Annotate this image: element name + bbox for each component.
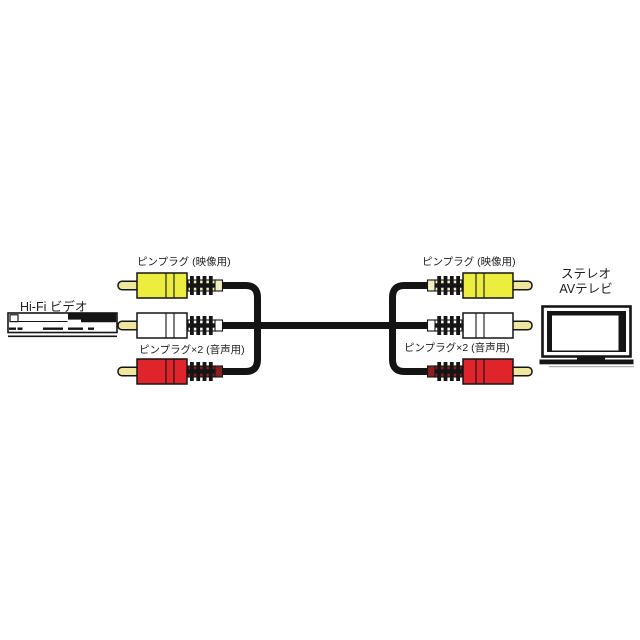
plug-collar-rings xyxy=(165,359,175,384)
plug-ribs xyxy=(190,276,213,295)
plug-collar-rings xyxy=(165,273,175,298)
plug-collar-rings xyxy=(475,313,485,338)
plug-strain-band xyxy=(188,369,216,374)
plug-body xyxy=(462,358,514,385)
cable-right-audio-branch xyxy=(389,322,429,375)
plug-ribs xyxy=(437,276,460,295)
plug-body xyxy=(462,312,514,339)
plug-strain-band xyxy=(434,283,462,288)
tv-screen xyxy=(552,315,619,351)
left-video-plug-label: ピンプラグ (映像用) xyxy=(137,256,231,268)
tv-stand-base xyxy=(539,359,634,365)
tv-stand-neck xyxy=(577,356,605,360)
vcr-icon xyxy=(7,312,118,338)
left-audio-plug-label: ピンプラグ×2 (音声用) xyxy=(139,344,245,356)
plug-collar-rings xyxy=(475,359,485,384)
plug-boot-cap xyxy=(426,365,436,378)
plug-strain-band xyxy=(434,323,462,328)
plug-body xyxy=(136,358,188,385)
tv-base-shadow xyxy=(549,366,634,368)
vcr-dark-panel xyxy=(68,313,117,323)
rca-plug-video-right-icon xyxy=(426,272,533,299)
cable-runs xyxy=(221,282,429,375)
vcr-cassette-slot xyxy=(9,314,19,323)
plug-boot-cap xyxy=(426,279,436,292)
right-plug-group xyxy=(426,272,533,385)
rca-plug-audio-white-left-icon xyxy=(117,312,224,339)
right-video-plug-label: ピンプラグ (映像用) xyxy=(422,256,516,268)
rca-plug-video-left-icon xyxy=(117,272,224,299)
left-plug-group xyxy=(117,272,224,385)
rca-plug-audio-red-right-icon xyxy=(426,358,533,385)
destination-device-label-line1: ステレオ xyxy=(560,267,611,281)
plug-boot-cap xyxy=(214,365,224,378)
rca-plug-audio-red-left-icon xyxy=(117,358,224,385)
plug-strain-band xyxy=(188,323,216,328)
plug-body xyxy=(462,272,514,299)
plug-body xyxy=(136,272,188,299)
rca-plug-audio-white-right-icon xyxy=(426,312,533,339)
vcr-base-line xyxy=(8,335,117,338)
plug-collar-rings xyxy=(165,313,175,338)
destination-device-label-line2: AVテレビ xyxy=(559,282,613,296)
plug-ribs xyxy=(437,316,460,335)
plug-boot-cap xyxy=(426,319,436,332)
plug-strain-band xyxy=(434,369,462,374)
cable-right-video-branch xyxy=(389,282,429,329)
vcr-buttons xyxy=(9,327,94,330)
plug-body xyxy=(136,312,188,339)
plug-collar-rings xyxy=(475,273,485,298)
plug-strain-band xyxy=(188,283,216,288)
plug-ribs xyxy=(190,316,213,335)
tv-icon xyxy=(539,305,634,368)
plug-ribs xyxy=(437,362,460,381)
plug-ribs xyxy=(190,362,213,381)
cable-left-video-branch xyxy=(221,282,261,329)
cable-left-audio-branch xyxy=(221,322,261,375)
destination-device-label: ステレオ AVテレビ xyxy=(545,267,627,297)
right-audio-plug-label: ピンプラグ×2 (音声用) xyxy=(404,342,510,354)
source-device-label: Hi-Fi ビデオ xyxy=(20,300,88,314)
plug-boot-cap xyxy=(214,279,224,292)
plug-boot-cap xyxy=(214,319,224,332)
